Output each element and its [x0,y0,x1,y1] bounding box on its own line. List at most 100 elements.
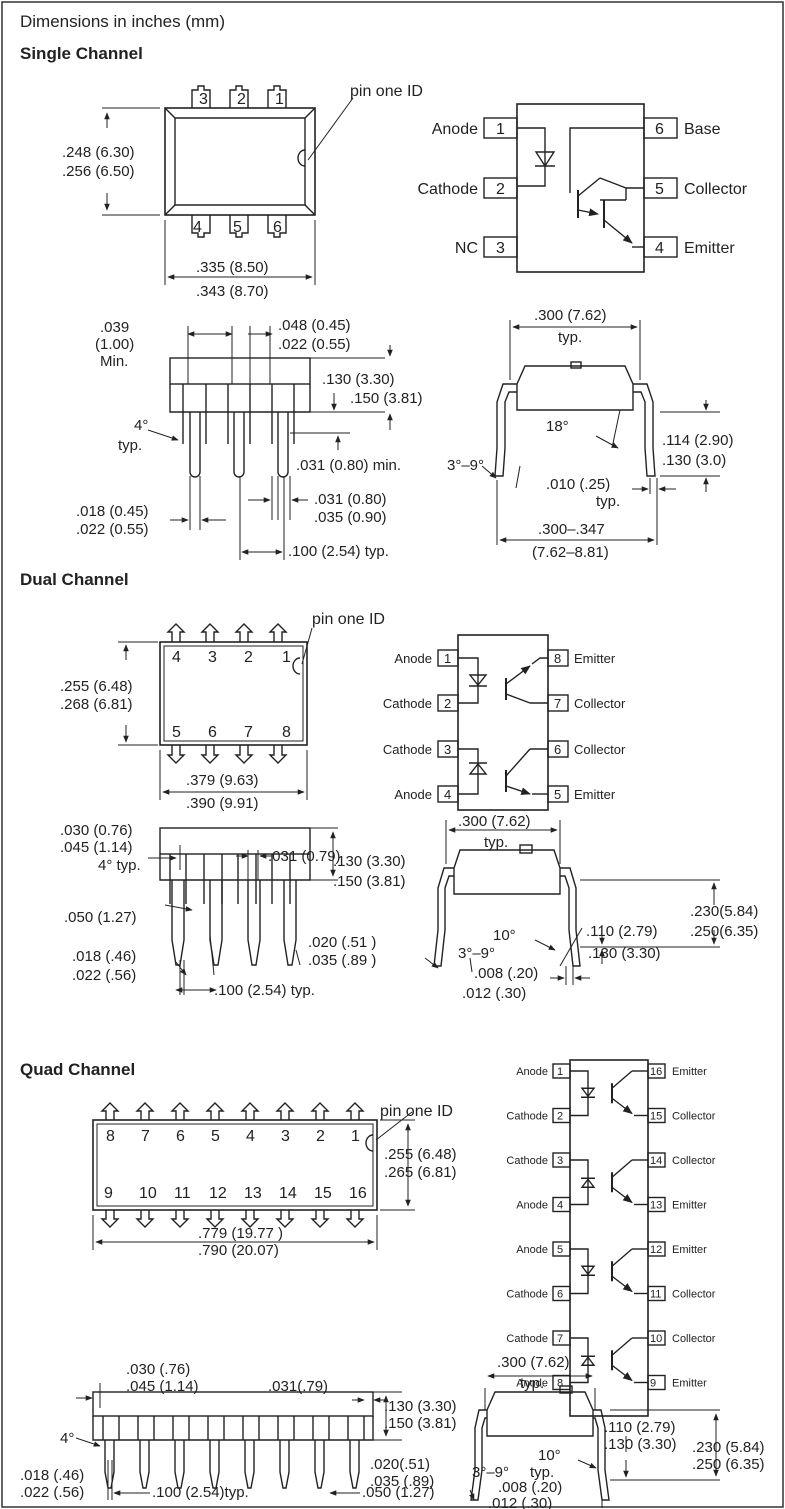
quad-schematic [552,1059,666,1417]
quad-schem-right-pin-num: 11 [650,1289,661,1301]
dual-pad-a: .030 (0.76) [60,822,133,839]
single-end-angle: 18° [546,418,569,435]
quad-end-lead-h-a: .110 (2.79) [604,1419,675,1436]
quad-schem-left-label: Anode [516,1066,548,1078]
dual-pin-w-b: .022 (.56) [72,967,136,984]
single-pitch: .100 (2.54) typ. [288,543,389,560]
quad-schem-left-label: Cathode [506,1111,548,1123]
single-schem-emitter: Emitter [684,240,735,257]
single-pin-2-label: 2 [237,91,246,108]
quad-end-angle-a: 10° [538,1447,561,1464]
dual-end-view [424,820,720,985]
quad-end-spread: 3°–9° [472,1464,509,1481]
quad-schem-left-label: Anode [516,1200,548,1212]
dual-schem-pin-2: 2 [444,696,451,711]
quad-bottom-pin-label: 13 [244,1185,262,1202]
dual-end-total-a: .230(5.84) [690,903,758,920]
quad-side-pin [314,1440,325,1489]
dual-end-spread: 3°–9° [458,945,495,962]
single-end-row: .300 (7.62) [534,307,607,324]
dual-shoulder: .050 (1.27) [64,909,137,926]
single-width-max: .343 (8.70) [196,283,269,300]
quad-bottom-pin-label: 12 [209,1185,227,1202]
quad-schem-led-icon [580,1177,596,1188]
dual-schem-pin-5: 5 [554,787,561,802]
quad-top-pin-label: 5 [211,1128,220,1145]
quad-side-pin-shoulder [312,1416,330,1440]
quad-schem-right-label: Emitter [672,1378,707,1390]
quad-bottom-pin-label: 9 [104,1185,113,1202]
single-seat: .031 (0.80) min. [296,457,401,474]
dual-schem-label-4: Anode [394,787,432,802]
single-end-span-b: (7.62–8.81) [532,544,609,561]
single-schem-collector: Collector [684,181,748,198]
quad-schem-left-pin-num: 3 [557,1155,563,1167]
single-schem-cathode: Cathode [418,181,479,198]
quad-top-pin-label: 4 [246,1128,255,1145]
quad-top-pin-label: 1 [351,1128,360,1145]
quad-side-pin-shoulder [277,1416,295,1440]
quad-side-pin [279,1440,290,1489]
quad-schem-left-pin-num: 6 [557,1289,563,1301]
dual-sh-b: .035 (.89 ) [308,952,376,969]
quad-schem-left-label: Cathode [506,1155,548,1167]
quad-side-pin-shoulder [242,1416,260,1440]
dual-end-lead-h-a: .110 (2.79) [586,923,657,940]
quad-schem-right-label: Collector [672,1155,716,1167]
single-angle-b: typ. [118,437,142,454]
quad-schem-left-label: Cathode [506,1289,548,1301]
single-top-view [102,85,354,285]
dual-pin-7-label: 7 [244,724,253,741]
single-height-max: .256 (6.50) [62,163,135,180]
quad-top-pin-label: 7 [141,1128,150,1145]
dual-pin-2-label: 2 [244,649,253,666]
quad-schem-led-icon [580,1355,596,1366]
quad-schem-emitter-arrow [611,1364,633,1382]
dual-height-min: .255 (6.48) [60,678,133,695]
single-end-thick-a: .010 (.25) [546,476,610,493]
quad-shoulder: .050 (1.27) [362,1484,435,1501]
dual-pin-outlines [166,623,288,764]
dual-schem-pin-8: 8 [554,651,561,666]
single-sh-a: .031 (0.80) [314,491,387,508]
quad-schem-emitter-arrow [611,1275,633,1293]
quad-schem-right-label: Collector [672,1333,716,1345]
quad-end-lead-h-b: .130 (3.30) [604,1436,677,1453]
dual-schem-pin-1: 1 [444,651,451,666]
quad-schem-right-pin-num: 13 [650,1200,662,1212]
quad-width-max: .790 (20.07) [198,1242,279,1259]
quad-bottom-pin-label: 10 [139,1185,157,1202]
quad-bottom-pin-label: 11 [174,1185,191,1202]
dual-lead: .031 (0.79) [268,848,341,865]
quad-schem-left-pin-num: 8 [557,1378,563,1390]
quad-end-row: .300 (7.62) [497,1354,570,1371]
single-end-lead-h-a: .114 (2.90) [662,432,733,449]
quad-schem-led-icon [580,1087,596,1098]
dual-end-angle: 10° [493,927,516,944]
quad-side-pin-shoulder [347,1416,365,1440]
quad-schem-right-pin-num: 16 [650,1066,662,1078]
quad-schem-led-wire [570,1337,589,1384]
single-pad-c: Min. [100,353,128,370]
quad-bottom-pin-label: 16 [349,1185,367,1202]
quad-top-pin-label: 3 [281,1128,290,1145]
quad-schem-led-wire [570,1159,589,1206]
quad-side-pin-shoulder [207,1416,225,1440]
dual-schem-pin-7: 7 [554,696,561,711]
quad-side-pin [209,1440,220,1489]
single-schem-pin-1: 1 [496,121,505,138]
quad-schem-left-pin-num: 4 [557,1200,563,1212]
single-pin-w-a: .018 (0.45) [76,503,149,520]
dual-end-lead-h-b: .130 (3.30) [588,945,661,962]
single-top-pin-outlines [191,85,287,238]
single-pin-6-label: 6 [273,219,282,236]
dual-schem-label-6: Collector [574,742,626,757]
dual-schem-label-2: Cathode [383,696,432,711]
single-end-lead-h-b: .130 (3.0) [662,452,726,469]
dual-schematic [437,634,569,811]
dual-schem-label-1: Anode [394,651,432,666]
single-lead-b: .022 (0.55) [278,336,351,353]
single-pad-b: (1.00) [95,336,134,353]
